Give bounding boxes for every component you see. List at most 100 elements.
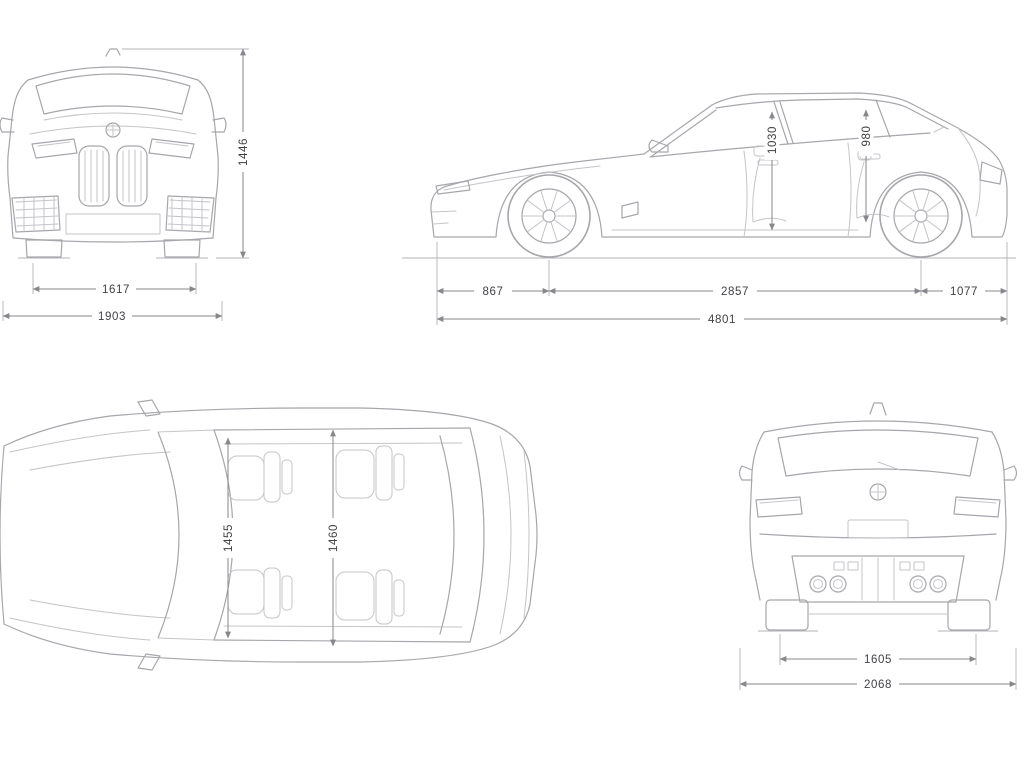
front-view: 1446 1617 1903 [0,48,251,324]
brand-roundel [105,122,121,138]
windshield-line [651,109,717,157]
diffuser [791,555,965,603]
mirror-top [137,399,161,417]
door-seam-rear [847,142,852,238]
top-car-drawing [0,399,538,671]
side-intake-right [165,195,215,233]
dim-side-rear-overhang-group: 1077 [920,283,1008,299]
windshield-cowl [157,431,180,639]
headlight-right [148,138,195,159]
hood-crease-top [29,451,171,471]
roof-side-top [213,427,471,431]
dim-side-length-group: 4801 [436,311,1008,327]
tailgate-seam [759,533,997,539]
rear-wheel [879,174,963,258]
side-view: 1030 980 867 2857 [402,92,1016,327]
headlight-left [31,138,78,159]
rear-seat-right [335,569,405,625]
body-outline [0,407,538,663]
kidney-grille-right [116,145,148,207]
top-view: 1455 1460 [0,399,538,671]
mirror-left [738,465,753,481]
rear-edge-line [523,451,530,619]
b-pillar [773,101,794,145]
dim-side-rear-headroom-group: 980 [858,109,874,223]
front-car-drawing [0,48,227,259]
d-pillar [933,126,945,133]
dim-side-rear-headroom: 980 [861,126,873,147]
hood-crease-bottom [29,599,171,619]
fender-line-bottom [9,617,151,641]
rear-wheel-left [765,599,809,631]
dim-side-wheelbase-group: 2857 [548,283,922,299]
side-car-drawing [430,92,1008,258]
dim-side-front-overhang-group: 867 [436,283,550,299]
dim-front-height-group: 1446 [122,48,251,259]
side-dimension-lines: 867 2857 1077 4801 [436,242,1008,327]
front-seat-left [227,451,293,503]
dim-front-width-group: 1903 [2,301,223,324]
roof-line [763,420,993,433]
dim-side-rear-overhang: 1077 [950,286,978,298]
body-side-right [197,79,219,239]
taillight-left-inner [759,499,799,504]
door-handle-front [757,159,779,166]
dim-front-track: 1617 [102,284,130,296]
rear-car-drawing [738,402,1018,632]
front-wheel [507,174,591,258]
dim-top-rear-width-group: 1460 [325,429,341,647]
dim-side-front-overhang: 867 [483,286,504,298]
mirror-left [0,117,15,133]
dim-front-height: 1446 [238,138,250,166]
mirror-bottom [137,653,161,671]
rear-seat-sketch [856,149,890,219]
rear-view: 1605 2068 [738,402,1018,692]
taillight-right [953,496,1001,518]
hatch-seam [957,127,981,217]
center-intake [65,213,161,235]
license-plate [847,519,909,539]
dim-rear-width-group: 2068 [739,648,1017,692]
brand-roundel [869,483,887,501]
dim-front-width: 1903 [98,311,126,323]
c-pillar [875,99,891,138]
rear-window [777,429,979,477]
dim-side-front-headroom-group: 1030 [764,111,780,231]
rear-window-edge [439,435,455,635]
roof-rail-top [223,442,463,445]
fender-line-top [9,429,151,453]
roof-line [27,66,199,81]
headlight-right-inner [155,141,189,147]
side-intake-left [11,195,61,233]
front-wheel-right [163,239,201,258]
side-mirror [648,139,669,153]
antenna-fin [869,402,887,416]
dim-side-front-headroom: 1030 [767,126,779,154]
belt-line [649,132,931,158]
windshield [35,73,191,115]
body-side-right [991,431,1007,601]
roof-rail-bottom [223,625,463,628]
antenna-fin [105,48,121,57]
rear-wheel-right [947,599,991,631]
front-wheel-left [25,239,63,258]
headlight-left-inner [37,141,71,147]
bumper-lines [431,210,457,225]
dim-rear-width: 2068 [864,679,892,691]
side-vent [621,201,639,219]
a-pillar-top [157,429,215,433]
dim-rear-track: 1605 [864,654,892,666]
dim-top-front-width-group: 1455 [220,437,236,639]
rear-seat-left [335,445,405,501]
taillight-left [755,496,803,518]
tailgate-line [499,435,512,635]
kidney-grille-left [78,145,110,207]
front-seat-right [227,567,293,619]
dim-top-rear-width: 1460 [328,524,340,552]
headlight [435,180,471,195]
taillight-right-inner [957,499,997,504]
dim-top-front-width: 1455 [223,524,235,552]
a-pillar-bottom [157,637,215,641]
